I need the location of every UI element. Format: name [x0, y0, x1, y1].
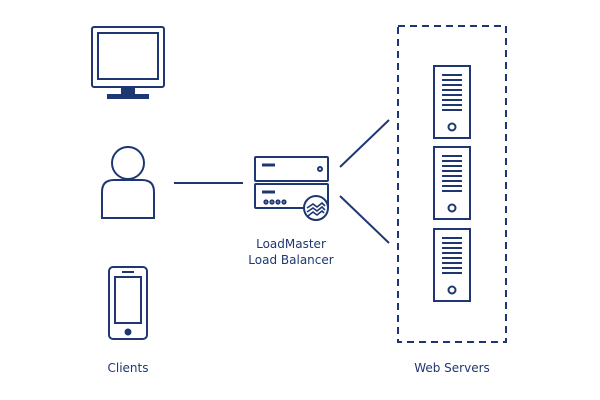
smartphone-icon [108, 266, 148, 340]
connection-balancer-servers-upper [339, 119, 390, 168]
server-tower-icon [433, 65, 471, 139]
balancer-label-line2: Load Balancer [248, 253, 334, 267]
balancer-label-line1: LoadMaster [256, 237, 326, 251]
load-balancer-appliance-icon [254, 156, 329, 221]
server-tower-icon [433, 228, 471, 302]
web-servers-label: Web Servers [414, 361, 490, 375]
web-servers-group [397, 25, 507, 343]
server-tower-icon [433, 146, 471, 220]
clients-label: Clients [107, 361, 149, 375]
monitor-icon [91, 26, 165, 99]
connection-balancer-servers-lower [339, 195, 390, 244]
user-icon [101, 146, 155, 219]
